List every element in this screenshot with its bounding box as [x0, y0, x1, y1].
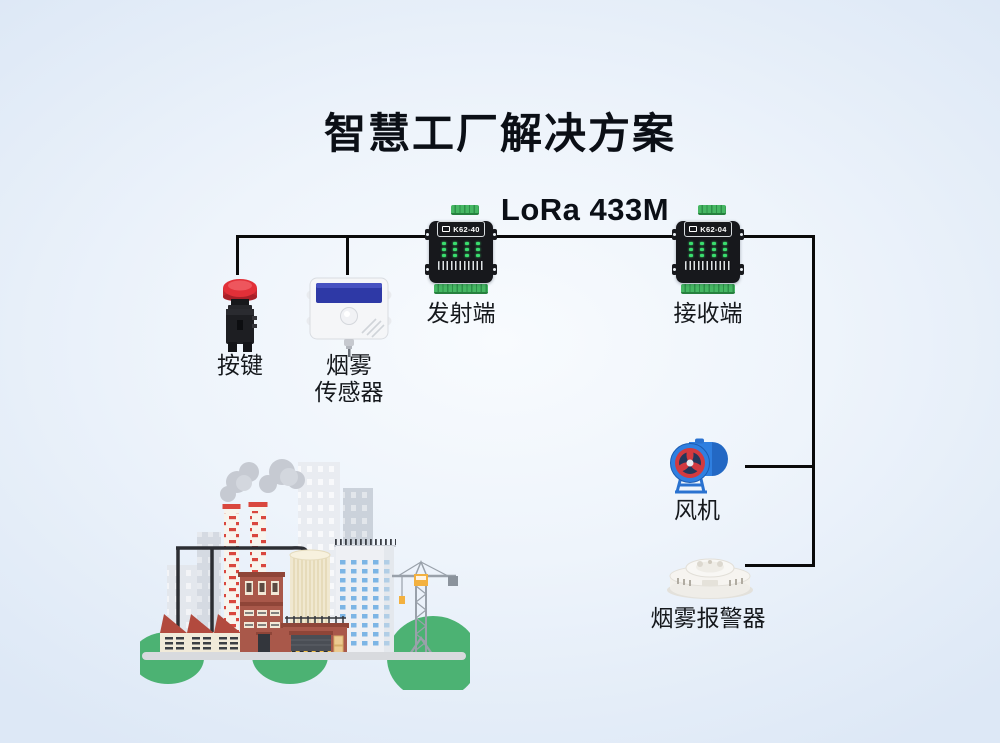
- model-number: K62-40: [453, 224, 480, 234]
- smoke-sensor-image: [306, 273, 392, 362]
- mounting-ear-icon: [739, 229, 744, 240]
- smoke-alarm-caption: 烟雾报警器: [650, 605, 766, 631]
- mounting-ear-icon: [672, 229, 677, 240]
- vent-grille-icon: [438, 261, 484, 270]
- transmitter-caption: 发射端: [426, 300, 496, 326]
- mounting-ear-icon: [492, 264, 497, 275]
- factory-illustration: [132, 450, 479, 700]
- terminal-block-icon: [698, 205, 726, 215]
- led-indicators: [688, 242, 728, 257]
- connector-lora-link: [497, 235, 673, 238]
- alarm-vent-slots: [677, 578, 743, 586]
- sensor-probe: [348, 349, 351, 357]
- vent-grille-icon: [685, 261, 731, 270]
- mounting-ear-icon: [425, 229, 430, 240]
- connector-sensor-drop: [346, 235, 349, 275]
- lora-module-receiver: K62-04: [672, 205, 744, 294]
- module-body: K62-40: [425, 221, 497, 283]
- mounting-ear-icon: [739, 264, 744, 275]
- vent-lines-icon: [361, 318, 385, 338]
- model-plate: K62-04: [684, 221, 732, 237]
- terminal-block-icon: [681, 284, 735, 294]
- fan-blades-icon: [676, 448, 704, 472]
- terminal-block-icon: [451, 205, 479, 215]
- push-button-caption: 按键: [217, 352, 263, 378]
- mounting-ear-icon: [492, 229, 497, 240]
- model-plate: K62-40: [437, 221, 485, 237]
- connector-receiver-out: [742, 235, 815, 238]
- cooling-tower: [289, 549, 331, 628]
- fan-image: [665, 437, 731, 502]
- module-body: K62-04: [672, 221, 744, 283]
- construction-crane: [392, 560, 458, 656]
- connector-left-branch: [237, 235, 429, 238]
- ground-bar: [142, 652, 466, 660]
- smoke-puffs: [220, 459, 305, 502]
- terminal-block-icon: [434, 284, 488, 294]
- brick-factory: [238, 572, 349, 656]
- led-indicators: [441, 242, 481, 257]
- receiver-caption: 接收端: [673, 300, 743, 326]
- page-title: 智慧工厂解决方案: [323, 110, 676, 158]
- lora-module-transmitter: K62-40: [425, 205, 497, 294]
- brand-logo-icon: [442, 226, 451, 232]
- push-button-image: [214, 276, 266, 359]
- smoke-alarm-image: [662, 540, 758, 607]
- fan-caption: 风机: [674, 497, 720, 523]
- connector-alarm-branch: [745, 564, 815, 567]
- connector-button-drop: [236, 235, 239, 275]
- brand-logo-icon: [689, 226, 698, 232]
- lora-link-label: LoRa 433M: [500, 192, 670, 227]
- model-number: K62-04: [700, 224, 727, 234]
- fan-stand: [675, 476, 707, 494]
- smoke-sensor-caption: 烟雾 传感器: [314, 352, 384, 405]
- mounting-ear-icon: [425, 264, 430, 275]
- connector-right-bus: [812, 235, 815, 567]
- mounting-ear-icon: [672, 264, 677, 275]
- connector-fan-branch: [745, 465, 815, 468]
- warehouses: [160, 614, 241, 655]
- roof-fence: [285, 616, 346, 625]
